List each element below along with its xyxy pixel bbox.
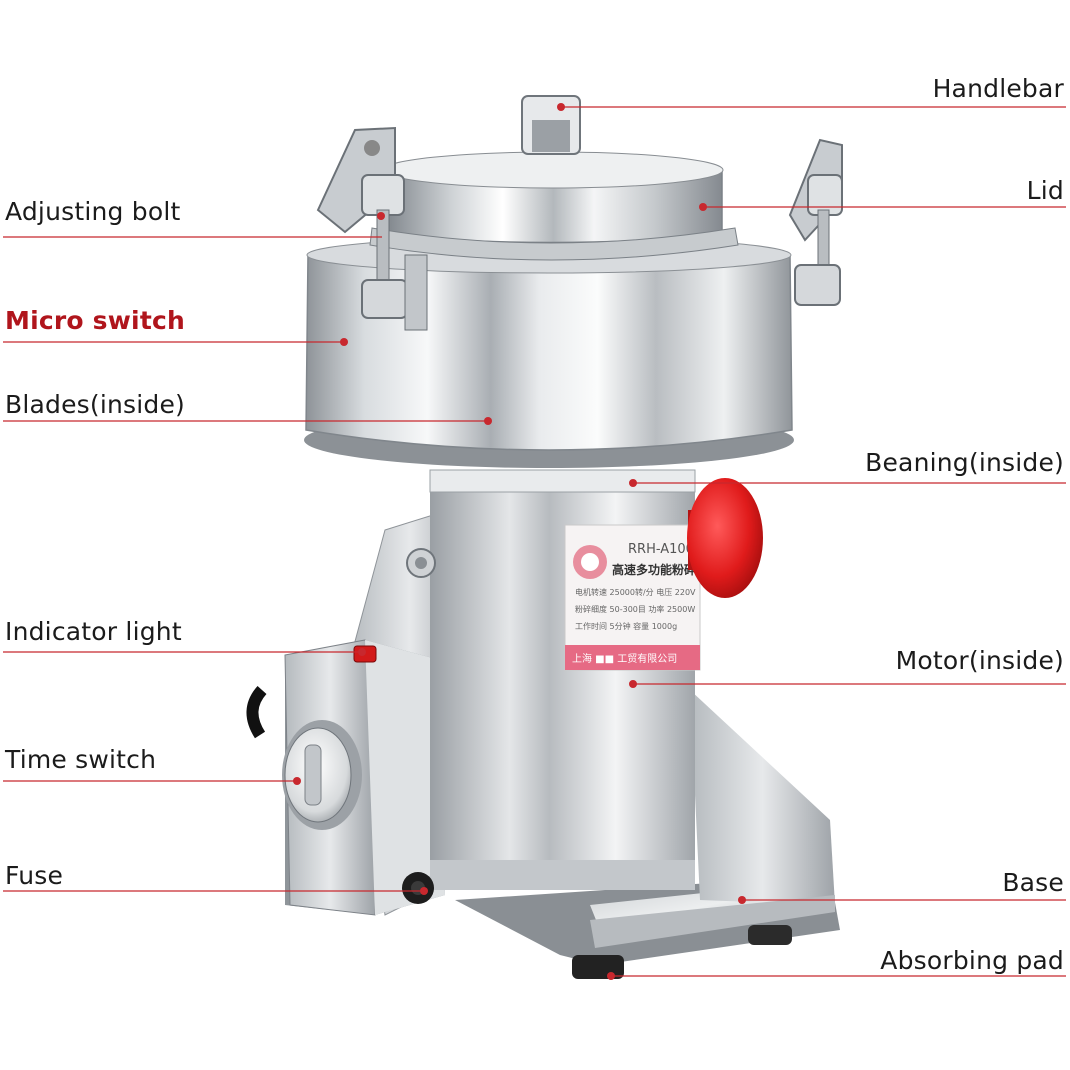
left-clamp — [316, 126, 428, 331]
motor-housing — [429, 469, 696, 890]
label-motor: Motor(inside) — [895, 646, 1064, 675]
fuse-holder — [402, 872, 434, 904]
motor-label-spec-1: 电机转速 25000转/分 电压 220V — [575, 587, 696, 597]
foot-pad-back — [748, 925, 792, 945]
callout-lines — [3, 103, 1066, 980]
label-beaning: Beaning(inside) — [865, 448, 1064, 477]
callout-dot-indicator-light — [358, 648, 366, 656]
red-knob — [687, 478, 763, 598]
label-base: Base — [1002, 868, 1064, 897]
label-lid: Lid — [1026, 176, 1064, 205]
callout-dot-absorbing-pad — [607, 972, 615, 980]
right-clamp — [788, 138, 843, 306]
callout-dot-motor — [629, 680, 637, 688]
label-time-switch: Time switch — [5, 745, 157, 774]
label-absorbing-pad: Absorbing pad — [880, 946, 1064, 975]
label-handlebar: Handlebar — [932, 74, 1064, 103]
motor-label: RRH-A100 高速多功能粉碎机 电机转速 25000转/分 电压 220V … — [564, 524, 708, 671]
label-fuse: Fuse — [5, 861, 64, 890]
motor-label-spec-3: 工作时间 5分钟 容量 1000g — [575, 621, 677, 631]
callout-dot-base — [738, 896, 746, 904]
callout-dot-blades — [484, 417, 492, 425]
callout-dot-time-switch — [293, 777, 301, 785]
label-adjusting-bolt: Adjusting bolt — [5, 197, 181, 226]
callout-dot-lid — [699, 203, 707, 211]
label-micro-switch: Micro switch — [5, 306, 185, 335]
label-blades: Blades(inside) — [5, 390, 186, 419]
callout-dot-handlebar — [557, 103, 565, 111]
motor-label-title: 高速多功能粉碎机 — [612, 562, 708, 577]
handlebar-shape — [521, 95, 581, 155]
motor-label-spec-2: 粉碎细度 50-300目 功率 2500W — [575, 604, 695, 614]
time-switch-dial — [282, 720, 362, 830]
callout-dot-adjusting-bolt — [377, 212, 385, 220]
callout-dot-fuse — [420, 887, 428, 895]
callout-dot-micro-switch — [340, 338, 348, 346]
lid-shape — [369, 151, 739, 261]
motor-label-model: RRH-A100 — [628, 542, 694, 557]
motor-label-maker: 上海 ■■ 工贸有限公司 — [572, 652, 677, 665]
callout-dot-beaning — [629, 479, 637, 487]
label-indicator-light: Indicator light — [5, 617, 182, 646]
panel-bolt — [406, 548, 436, 578]
